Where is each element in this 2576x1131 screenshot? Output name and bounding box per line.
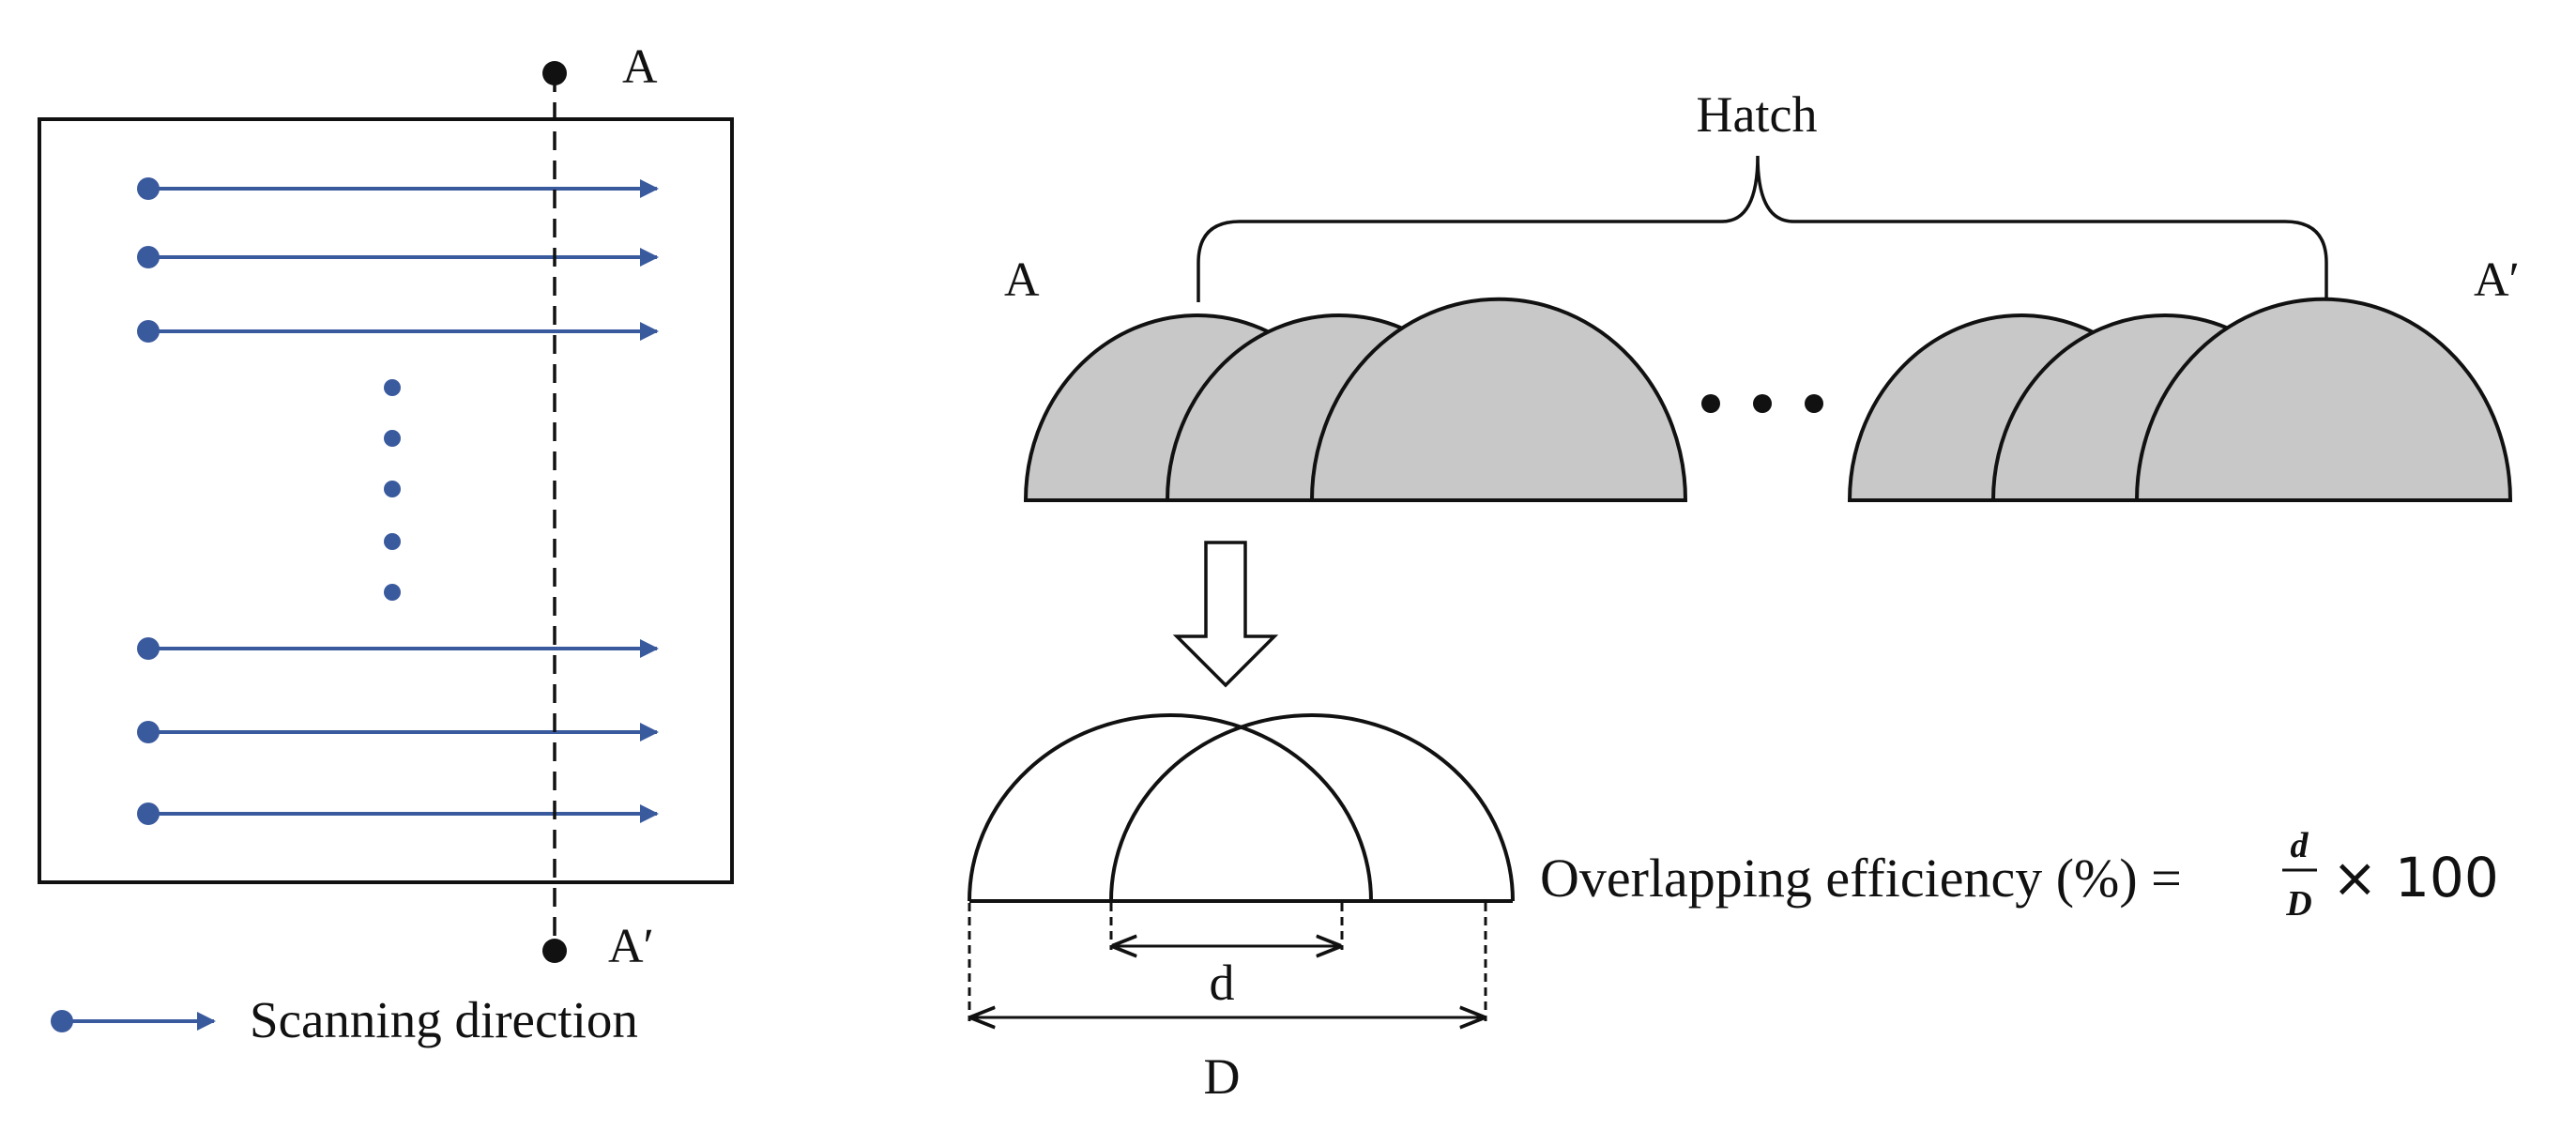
formula-numerator: d [2291, 826, 2309, 865]
formula-prefix: Overlapping efficiency (%) = [1540, 848, 2195, 909]
ellipsis-dots-horizontal [1701, 394, 1823, 413]
scan-track [137, 320, 659, 343]
build-plate [38, 117, 734, 884]
overlap-bead-right [1109, 713, 1515, 902]
overlap-formula: Overlapping efficiency (%) = d D × 100 [1540, 826, 2499, 924]
scan-tracks [137, 177, 659, 825]
section-label-top: A [622, 40, 658, 94]
scan-track [137, 637, 659, 660]
bead-width-dimension [968, 903, 1487, 1021]
scan-track [137, 246, 659, 268]
formula-suffix: × 100 [2332, 846, 2499, 909]
melt-bead [2134, 297, 2513, 502]
section-label-bottom: A′ [608, 920, 654, 973]
scan-track [137, 802, 659, 825]
overlap-bead-left [968, 713, 1373, 902]
cross-label-right: A′ [2474, 253, 2520, 307]
overlap-detail [968, 713, 1515, 903]
down-arrow-icon [1172, 541, 1279, 688]
overlap-dimension [1109, 903, 1344, 950]
scan-panel: A A′ Scanning direction [38, 40, 734, 1048]
ellipsis-dots-vertical [384, 379, 401, 601]
legend-label: Scanning direction [250, 991, 638, 1048]
formula-denominator: D [2285, 884, 2311, 924]
legend: Scanning direction [51, 991, 638, 1048]
melt-bead [1309, 297, 1688, 502]
bead-group-left [1023, 297, 1688, 502]
hatch-brace [1197, 155, 2328, 302]
section-point-top [542, 61, 567, 85]
bead-group-right [1847, 297, 2513, 502]
scan-track [137, 721, 659, 743]
cross-section-panel: Hatch A A′ [968, 86, 2520, 1105]
scan-track [137, 177, 659, 200]
section-point-bottom [542, 939, 567, 963]
overlap-width-label: d [1210, 955, 1235, 1011]
bead-width-label: D [1204, 1048, 1241, 1105]
section-line [542, 61, 567, 963]
hatch-label: Hatch [1697, 86, 1818, 143]
cross-label-left: A [1004, 253, 1040, 307]
